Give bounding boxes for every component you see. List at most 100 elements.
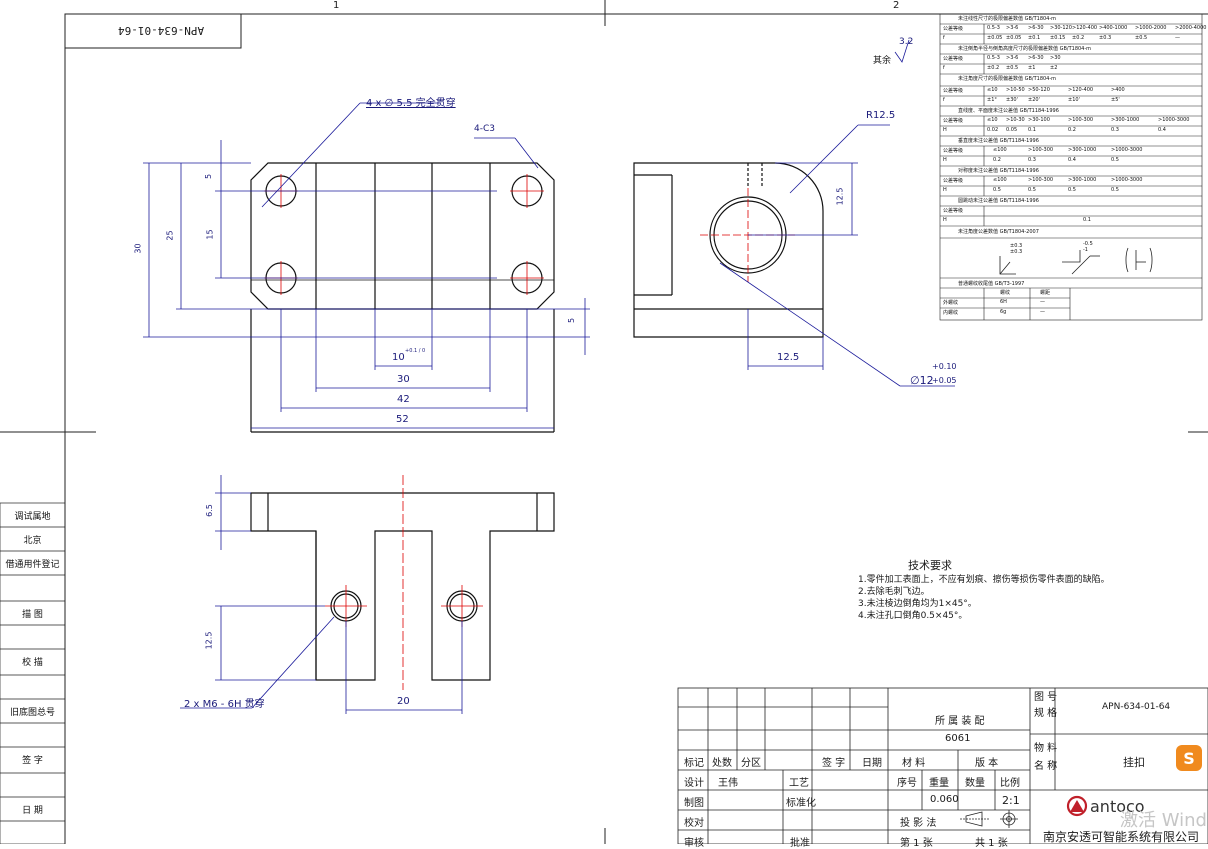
tol-symbol-1: ±0.3 ±0.3: [1010, 243, 1023, 255]
tech-requirement-1: 1.零件加工表面上，不应有划痕、擦伤等损伤零件表面的缺陷。: [858, 575, 1110, 585]
tb-zone-label: 分区: [741, 758, 761, 769]
tb-review-label: 审核: [684, 838, 704, 849]
tol-cell: f: [943, 97, 945, 103]
tb-drawing-no: APN-634-01-64: [1102, 702, 1171, 712]
tol-cell: 外螺纹: [943, 300, 959, 306]
front-view-centerlines: [264, 174, 544, 295]
tol-cell: 0.5: [1111, 187, 1119, 193]
dim-12-5-bottom: 12.5: [777, 352, 800, 363]
tol-cell: 螺纹: [1000, 290, 1011, 296]
tol-cell: 公差等级: [943, 88, 964, 94]
tol-cell: 公差等级: [943, 208, 964, 214]
tol-symbol-2: -0.5 -1: [1083, 241, 1093, 253]
tol-cell: ≤100: [993, 147, 1007, 153]
dim-15: 15: [205, 229, 215, 240]
tol-table-4-title: 直线度、平面度未注公差值 GB/T1184-1996: [958, 108, 1059, 114]
zone-1-label: 1: [333, 0, 340, 11]
tol-cell: ±0.3: [1099, 35, 1112, 41]
tol-cell: 0.5: [993, 187, 1001, 193]
hole-callout: 4 x ∅ 5.5 完全贯穿: [366, 98, 456, 109]
tech-requirement-3: 3.未注棱边倒角均为1×45°。: [858, 599, 977, 609]
tb-name-label: 物 料 名 称: [1034, 743, 1058, 772]
tol-cell: —: [1040, 299, 1045, 305]
dim-42: 42: [397, 394, 410, 405]
bore-tolerance-upper: +0.10: [932, 362, 957, 371]
tol-cell: ≤100: [993, 177, 1007, 183]
tb-designer: 王伟: [718, 778, 738, 789]
zone-2-label: 2: [893, 0, 900, 11]
tol-cell: 0.2: [993, 157, 1001, 163]
tol-cell: ±0.05: [1006, 35, 1022, 41]
dim-30-left: 30: [133, 243, 143, 254]
tol-cell: 0.5: [1068, 187, 1076, 193]
tol-cell: >300-1000: [1068, 177, 1097, 183]
bottom-view-dimensions: [180, 475, 463, 714]
tol-cell: >3-6: [1006, 25, 1019, 31]
tol-cell: 公差等级: [943, 56, 964, 62]
os-activation-watermark: 激活 Wind: [1120, 810, 1207, 831]
drawing-number-mirrored: APN-634-01-64: [118, 24, 205, 37]
sidebar-item-12: 日 期: [22, 805, 43, 816]
tol-cell: ±0.2: [1072, 35, 1085, 41]
tb-standardize-label: 标准化: [786, 798, 816, 809]
tol-cell: H: [943, 217, 947, 223]
tol-cell: 0.1: [1028, 127, 1036, 133]
tol-cell: 0.02: [987, 127, 999, 133]
tol-cell: >1000-3000: [1111, 147, 1143, 153]
tol-table-2-title: 未注倒角半径与倒角高度尺寸的极限偏差数值 GB/T1804-m: [958, 46, 1092, 52]
tol-cell: 6g: [1000, 309, 1007, 315]
tol-table-9-title: 普通螺纹收尾值 GB/T3-1997: [958, 281, 1025, 287]
tol-table-7-title: 圆跳动未注公差值 GB/T1184-1996: [958, 198, 1039, 204]
company-logo-mark: [1066, 795, 1088, 817]
radius-callout: R12.5: [866, 110, 896, 121]
tb-drafting-label: 制图: [684, 798, 704, 809]
surface-finish-value: 3.2: [899, 37, 914, 47]
tol-cell: 0.2: [1068, 127, 1076, 133]
tol-cell: >100-300: [1028, 147, 1054, 153]
projection-symbol: [960, 810, 1018, 828]
tol-cell: 6H: [1000, 299, 1007, 305]
tol-cell: 0.5-3: [987, 25, 1000, 31]
tol-cell: ±0.5: [1135, 35, 1148, 41]
tol-cell: H: [943, 127, 947, 133]
input-method-icon[interactable]: S: [1176, 745, 1202, 771]
tb-scale-label: 比例: [1000, 778, 1020, 789]
tb-name: 挂扣: [1123, 756, 1145, 769]
tol-cell: 0.5: [1028, 187, 1036, 193]
tol-cell: >1000-2000: [1135, 25, 1167, 31]
tol-cell: >400-1000: [1099, 25, 1128, 31]
tb-assembly-label: 所 属 装 配: [935, 716, 985, 727]
tol-cell: ±0.05: [987, 35, 1003, 41]
dim-30: 30: [397, 374, 410, 385]
tol-cell: >30-100: [1028, 117, 1050, 123]
tol-cell: >1000-3000: [1111, 177, 1143, 183]
tol-cell: >10-50: [1006, 87, 1025, 93]
dim-5-top: 5: [204, 173, 214, 180]
front-view: [250, 162, 555, 433]
tol-cell: H: [943, 187, 947, 193]
tb-scale: 2:1: [1002, 794, 1020, 807]
company-logo-text: antoco: [1090, 797, 1145, 816]
surface-finish-prefix: 其余: [873, 56, 892, 66]
left-sidebar-grid: [0, 502, 66, 844]
tol-cell: ±10': [1068, 97, 1080, 103]
tol-cell: 螺距: [1040, 290, 1051, 296]
tb-version-label: 版 本: [975, 758, 999, 769]
title-block-grid: [677, 687, 1208, 844]
sidebar-item-1: 北京: [23, 535, 42, 546]
tol-cell: >6-30: [1028, 25, 1044, 31]
tb-mark-label: 标记: [684, 758, 704, 769]
tb-date-label: 日期: [862, 758, 882, 769]
tb-check-label: 校对: [684, 818, 704, 829]
tb-projection-label: 投 影 法: [900, 818, 937, 829]
tol-cell: ≤10: [987, 117, 998, 123]
tol-cell: ≤10: [987, 87, 998, 93]
tol-cell: >3-6: [1006, 55, 1019, 61]
dim-12-5-bottom-view: 12.5: [204, 631, 214, 650]
tech-requirement-4: 4.未注孔口倒角0.5×45°。: [858, 611, 968, 621]
tol-cell: ±30': [1006, 97, 1018, 103]
company-name: 南京安透可智能系统有限公司: [1043, 830, 1200, 844]
company-logo-accent: [1070, 800, 1084, 812]
tol-cell: 0.3: [1028, 157, 1036, 163]
tol-cell: >400: [1111, 87, 1125, 93]
